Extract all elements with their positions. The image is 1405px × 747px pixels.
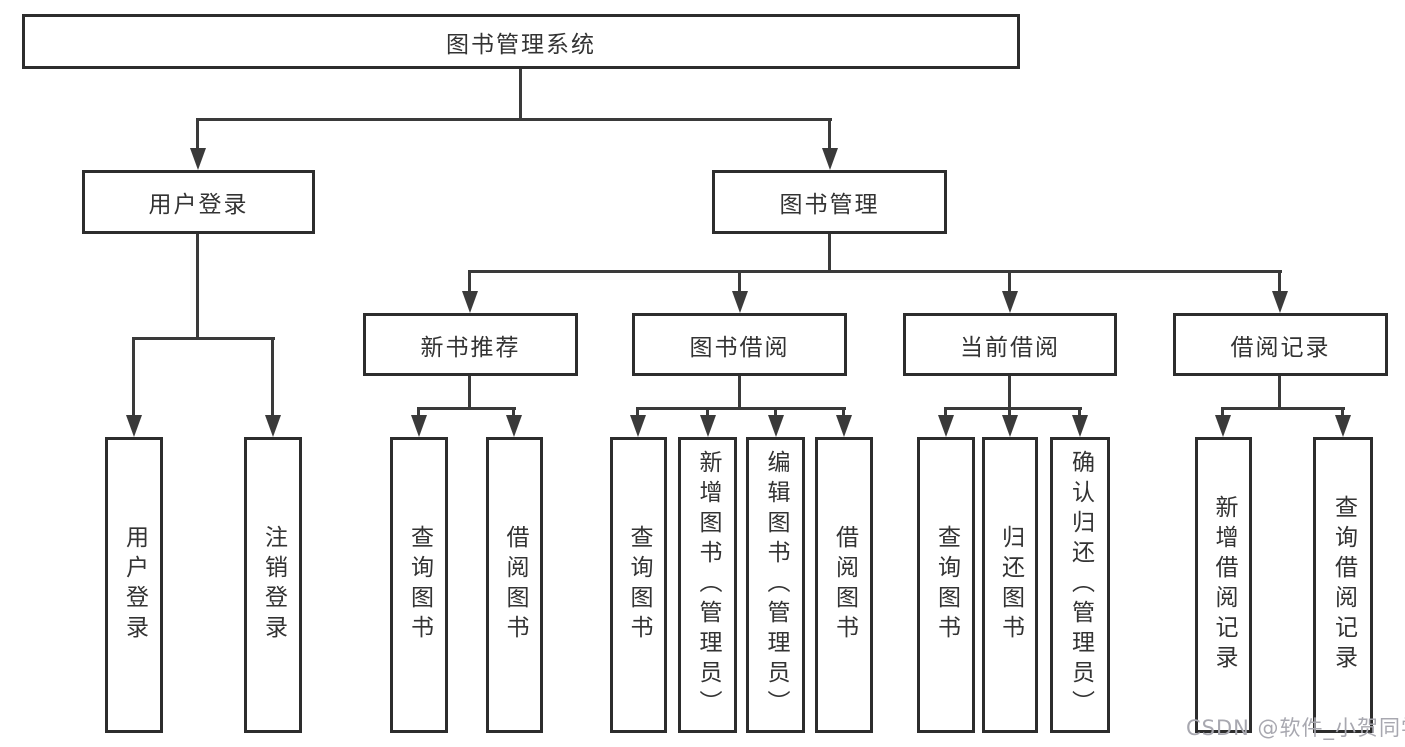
connector-borrow-record-drop bbox=[1278, 376, 1281, 410]
node-current-borrowing: 当前借阅 bbox=[903, 313, 1117, 376]
leaf-logout: 注销登录 bbox=[244, 437, 302, 733]
node-book-management: 图书管理 bbox=[712, 170, 947, 234]
leaf-borrow-books: 借阅图书 bbox=[815, 437, 873, 733]
connector-leaf-stem bbox=[706, 407, 709, 419]
connector-leaf-stem bbox=[512, 407, 515, 419]
leaf-borrow-books: 借阅图书 bbox=[486, 437, 543, 733]
arrow-down-icon bbox=[768, 415, 784, 437]
node-user-login: 用户登录 bbox=[82, 170, 315, 234]
leaf-label: 查询图书 bbox=[626, 525, 652, 645]
watermark: CSDN @软件_小贺同学 bbox=[1186, 716, 1405, 740]
connector-leaf-stem bbox=[1341, 407, 1344, 419]
connector-user-login-stem bbox=[196, 118, 199, 152]
arrow-down-icon bbox=[630, 415, 646, 437]
leaf-label: 查询借阅记录 bbox=[1330, 495, 1357, 675]
leaf-label: 借阅图书 bbox=[502, 525, 528, 645]
connector-user-login-branch bbox=[132, 337, 275, 340]
connector-section-stem bbox=[468, 270, 471, 295]
connector-book-borrow-drop bbox=[738, 376, 741, 410]
connector-leaf-stem bbox=[1008, 407, 1011, 419]
connector-leaf-stem bbox=[1221, 407, 1224, 419]
leaf-return-books: 归还图书 bbox=[982, 437, 1038, 733]
connector-leaf-stem bbox=[944, 407, 947, 419]
leaf-label: 确认归还（管理员） bbox=[1067, 450, 1094, 720]
node-borrowing-records: 借阅记录 bbox=[1173, 313, 1388, 376]
arrow-down-icon bbox=[411, 415, 427, 437]
arrow-down-icon bbox=[265, 415, 281, 437]
leaf-label: 编辑图书（管理员） bbox=[763, 450, 789, 720]
connector-leaf-stem bbox=[271, 337, 274, 419]
leaf-query-books: 查询图书 bbox=[610, 437, 667, 733]
connector-leaf-stem bbox=[417, 407, 420, 419]
connector-new-book-branch bbox=[417, 407, 516, 410]
arrow-down-icon bbox=[126, 415, 142, 437]
arrow-down-icon bbox=[1002, 415, 1018, 437]
arrow-down-icon bbox=[190, 148, 206, 170]
leaf-query-borrow-record: 查询借阅记录 bbox=[1313, 437, 1373, 733]
leaf-edit-books-admin: 编辑图书（管理员） bbox=[746, 437, 805, 733]
arrow-down-icon bbox=[700, 415, 716, 437]
leaf-confirm-return-admin: 确认归还（管理员） bbox=[1050, 437, 1110, 733]
connector-level2-branch bbox=[196, 118, 832, 121]
node-new-book-recommend: 新书推荐 bbox=[363, 313, 578, 376]
connector-current-borrow-drop bbox=[1008, 376, 1011, 410]
arrow-down-icon bbox=[822, 148, 838, 170]
connector-leaf-stem bbox=[774, 407, 777, 419]
leaf-query-books: 查询图书 bbox=[917, 437, 975, 733]
leaf-label: 用户登录 bbox=[121, 525, 148, 645]
leaf-label: 归还图书 bbox=[997, 525, 1024, 645]
leaf-label: 查询图书 bbox=[406, 525, 433, 645]
arrow-down-icon bbox=[938, 415, 954, 437]
connector-section-stem bbox=[1008, 270, 1011, 295]
connector-user-login-drop bbox=[196, 234, 199, 340]
connector-new-book-drop bbox=[468, 376, 471, 410]
connector-book-borrow-branch bbox=[636, 407, 846, 410]
leaf-user-login: 用户登录 bbox=[105, 437, 163, 733]
connector-book-mgmt-stem bbox=[828, 118, 831, 152]
arrow-down-icon bbox=[1272, 291, 1288, 313]
connector-section-stem bbox=[738, 270, 741, 295]
connector-leaf-stem bbox=[636, 407, 639, 419]
arrow-down-icon bbox=[1215, 415, 1231, 437]
connector-level3-branch bbox=[468, 270, 1282, 273]
arrow-down-icon bbox=[1072, 415, 1088, 437]
arrow-down-icon bbox=[462, 291, 478, 313]
connector-leaf-stem bbox=[842, 407, 845, 419]
arrow-down-icon bbox=[1335, 415, 1351, 437]
arrow-down-icon bbox=[732, 291, 748, 313]
connector-leaf-stem bbox=[1078, 407, 1081, 419]
connector-book-mgmt-drop bbox=[828, 234, 831, 273]
node-library-system: 图书管理系统 bbox=[22, 14, 1020, 69]
connector-leaf-stem bbox=[132, 337, 135, 419]
arrow-down-icon bbox=[506, 415, 522, 437]
connector-root-stem bbox=[519, 69, 522, 118]
leaf-label: 查询图书 bbox=[933, 525, 960, 645]
connector-section-stem bbox=[1278, 270, 1281, 295]
leaf-label: 新增图书（管理员） bbox=[695, 450, 721, 720]
connector-current-borrow-branch bbox=[944, 407, 1082, 410]
arrow-down-icon bbox=[836, 415, 852, 437]
arrow-down-icon bbox=[1002, 291, 1018, 313]
leaf-label: 新增借阅记录 bbox=[1211, 495, 1237, 675]
leaf-add-borrow-record: 新增借阅记录 bbox=[1195, 437, 1252, 733]
leaf-label: 注销登录 bbox=[260, 525, 287, 645]
connector-borrow-record-branch bbox=[1221, 407, 1345, 410]
node-book-borrowing: 图书借阅 bbox=[632, 313, 847, 376]
leaf-label: 借阅图书 bbox=[831, 525, 858, 645]
leaf-add-books-admin: 新增图书（管理员） bbox=[678, 437, 737, 733]
leaf-query-books: 查询图书 bbox=[390, 437, 448, 733]
